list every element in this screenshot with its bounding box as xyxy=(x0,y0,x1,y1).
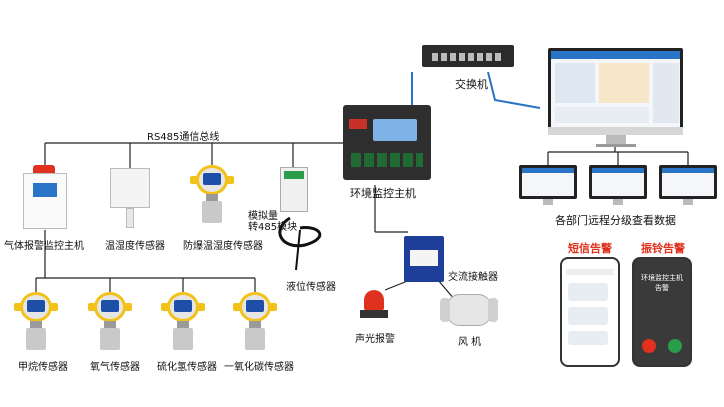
h2s-sensor xyxy=(161,292,205,352)
oxygen-sensor xyxy=(88,292,132,352)
ac-contactor xyxy=(404,236,444,282)
dept-monitor-1 xyxy=(519,165,577,207)
main-monitor xyxy=(548,48,683,148)
gas-alarm-host xyxy=(23,165,67,231)
accept-call-icon xyxy=(668,339,682,353)
oxygen-label: 氧气传感器 xyxy=(90,362,140,373)
sms-alert-label: 短信告警 xyxy=(568,242,612,255)
co-sensor xyxy=(233,292,277,352)
network-switch xyxy=(422,45,514,71)
temp-humidity-label: 温湿度传感器 xyxy=(105,241,165,252)
bus-label: RS485通信总线 xyxy=(147,132,220,143)
decline-call-icon xyxy=(642,339,656,353)
dept-monitor-2 xyxy=(589,165,647,207)
switch-label: 交换机 xyxy=(455,78,488,91)
ring-alert-label: 振铃告警 xyxy=(641,242,685,255)
gas-host-label: 气体报警监控主机 xyxy=(4,241,84,252)
phone-screen-title: 环境监控主机 xyxy=(641,274,683,282)
alarm-label: 声光报警 xyxy=(355,334,395,345)
ring-phone: 环境监控主机 告警 xyxy=(632,257,692,367)
temp-humidity-sensor xyxy=(110,168,150,230)
host-label: 环境监控主机 xyxy=(350,187,416,200)
analog-module xyxy=(280,167,308,212)
fan-label: 风 机 xyxy=(458,337,482,348)
phone-screen-sub: 告警 xyxy=(655,284,669,292)
co-label: 一氧化碳传感器 xyxy=(224,362,294,373)
alarm-light xyxy=(360,290,388,320)
methane-label: 甲烷传感器 xyxy=(18,362,68,373)
contactor-label: 交流接触器 xyxy=(448,272,498,283)
analog-module-label: 模拟量 转485模块 xyxy=(248,211,298,233)
environment-host xyxy=(343,105,431,180)
sms-phone xyxy=(560,257,620,367)
methane-sensor xyxy=(14,292,58,352)
dept-monitor-3 xyxy=(659,165,717,207)
remote-view-label: 各部门远程分级查看数据 xyxy=(555,214,676,227)
liquid-level-label: 液位传感器 xyxy=(286,282,336,293)
h2s-label: 硫化氢传感器 xyxy=(157,362,217,373)
explosion-proof-th-sensor xyxy=(190,165,234,225)
explosion-proof-th-label: 防爆温湿度传感器 xyxy=(183,241,263,252)
fan xyxy=(440,290,498,330)
